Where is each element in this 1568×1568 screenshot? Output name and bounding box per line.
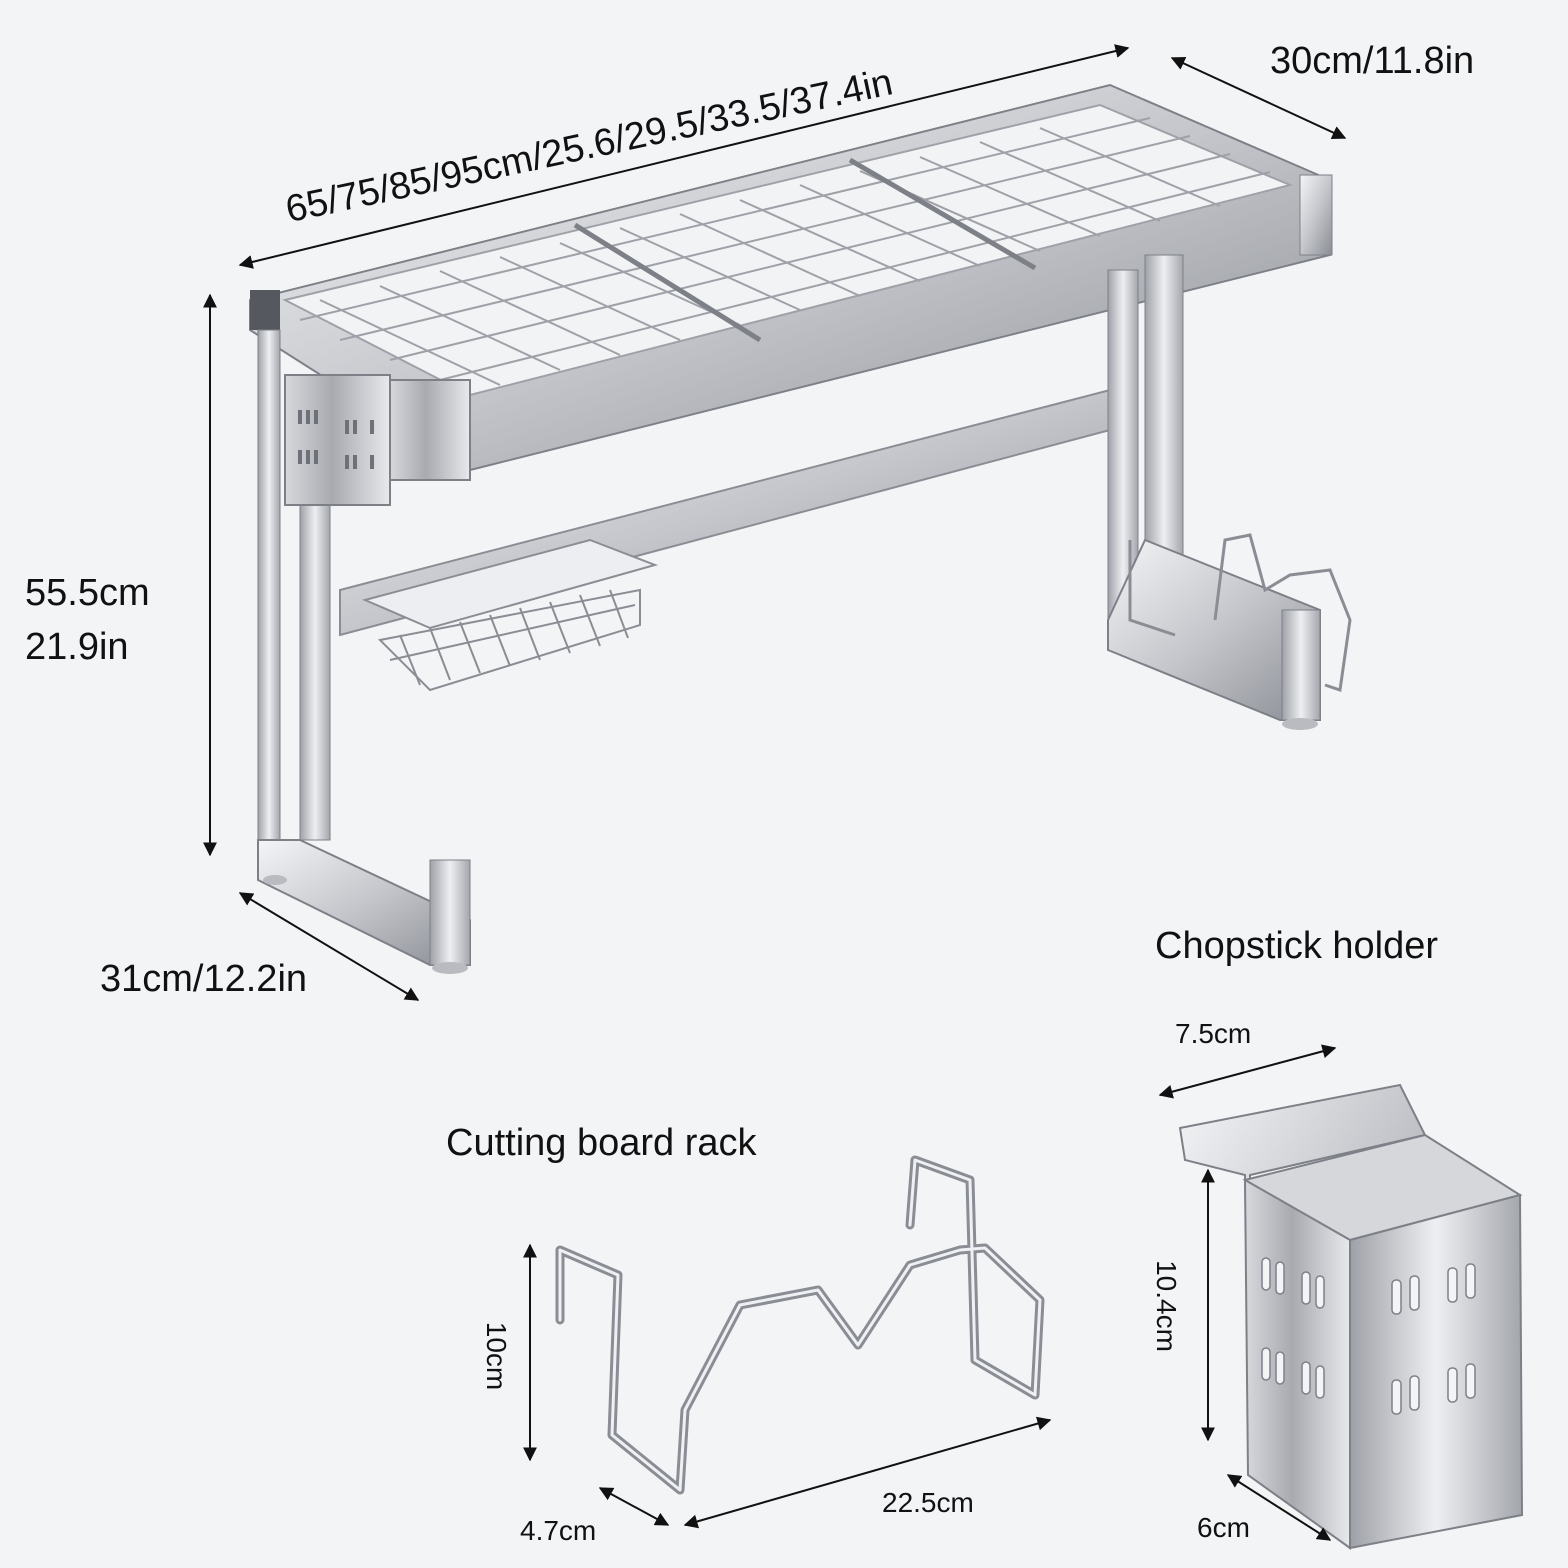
top-depth-arrow: [1170, 56, 1347, 140]
hanging-basket: [361, 538, 659, 692]
attached-chopstick-holder: [284, 374, 471, 506]
board-rack-width-label: 22.5cm: [882, 1487, 974, 1518]
width-arrow: [238, 44, 1130, 269]
chopstick-holder-title: Chopstick holder: [1155, 925, 1439, 967]
board-rack-height-label: 10cm: [481, 1321, 513, 1391]
board-rack-depth-arrow: [598, 1487, 670, 1526]
board-rack-depth-label: 4.7cm: [520, 1515, 597, 1546]
holder-depth-arrow: [1226, 1474, 1332, 1541]
rack-depth-top-label: 30cm/11.8in: [1270, 40, 1475, 82]
rack-depth-bottom-label: 31cm/12.2in: [100, 958, 308, 1000]
cutting-board-rack-detail: [555, 1155, 1045, 1495]
holder-depth-label: 6cm: [1197, 1512, 1250, 1543]
holder-width-arrow: [1158, 1044, 1337, 1099]
dish-rack: [249, 83, 1352, 974]
rack-height-in-label: 21.9in: [25, 626, 129, 668]
right-end-cap: [1299, 174, 1333, 256]
left-end-cap: [250, 290, 280, 330]
chopstick-holder-detail: [1178, 1083, 1524, 1550]
cutting-board-rack-title: Cutting board rack: [446, 1122, 757, 1164]
holder-height-label: 10.4cm: [1150, 1260, 1182, 1352]
right-leg: [1107, 254, 1321, 730]
cutting-board-rack-highlight: [558, 1158, 1042, 1492]
attached-cutting-board-rack: [1128, 533, 1352, 692]
bottom-depth-arrow: [238, 892, 420, 1001]
board-rack-width-arrow: [683, 1416, 1052, 1529]
rack-height-cm-label: 55.5cm: [25, 572, 150, 614]
holder-width-label: 7.5cm: [1175, 1018, 1252, 1049]
